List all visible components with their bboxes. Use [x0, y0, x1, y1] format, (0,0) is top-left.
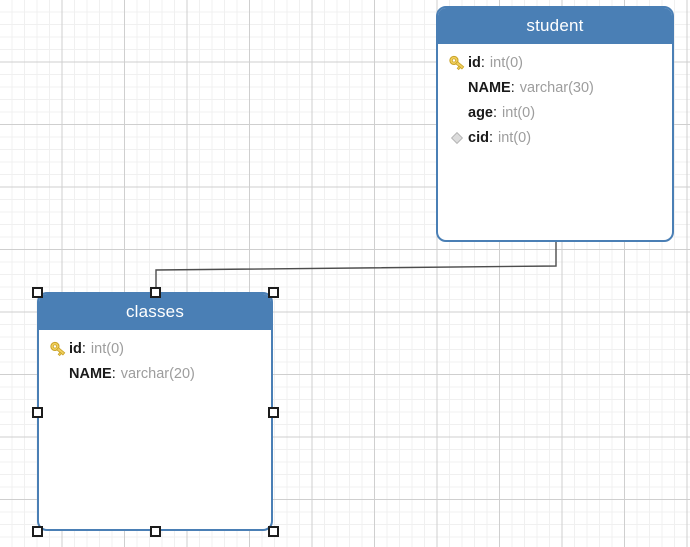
field-separator: : [480, 54, 485, 71]
field-separator: : [493, 104, 498, 121]
field-type: varchar(30) [519, 79, 594, 96]
handle-bottom-right[interactable] [268, 526, 279, 537]
field-separator: : [81, 340, 86, 357]
entity-classes-header[interactable]: classes [39, 294, 271, 330]
field-separator: : [111, 365, 116, 382]
entity-student-fields: id : int(0) NAME : varchar(30) age : int… [438, 44, 672, 150]
field-name: NAME [468, 79, 511, 96]
foreign-key-icon [446, 129, 468, 147]
field-row[interactable]: id : int(0) [438, 50, 672, 75]
handle-top-right[interactable] [268, 287, 279, 298]
field-name: cid [468, 129, 489, 146]
no-icon-placeholder [446, 79, 468, 97]
field-name: NAME [69, 365, 112, 382]
field-name: id [69, 340, 82, 357]
field-row[interactable]: NAME : varchar(30) [438, 75, 672, 100]
field-type: int(0) [489, 54, 523, 71]
entity-classes-fields: id : int(0) NAME : varchar(20) [39, 330, 271, 386]
primary-key-icon [446, 54, 468, 72]
handle-top-center[interactable] [150, 287, 161, 298]
no-icon-placeholder [47, 365, 69, 383]
relationship-path[interactable] [155, 241, 557, 293]
field-type: int(0) [497, 129, 532, 146]
field-name: id [468, 54, 481, 71]
handle-middle-right[interactable] [268, 407, 279, 418]
entity-classes[interactable]: classes id : int(0) [37, 292, 273, 531]
field-row[interactable]: NAME : varchar(20) [39, 361, 271, 386]
entity-student-title: student [526, 16, 584, 35]
field-name: age [468, 104, 493, 121]
field-separator: : [510, 79, 515, 96]
entity-student-header[interactable]: student [438, 8, 672, 44]
field-row[interactable]: age : int(0) [438, 100, 672, 125]
primary-key-icon [47, 340, 69, 358]
handle-bottom-left[interactable] [32, 526, 43, 537]
field-type: varchar(20) [120, 365, 195, 382]
handle-top-left[interactable] [32, 287, 43, 298]
field-separator: : [488, 129, 493, 146]
field-row[interactable]: cid : int(0) [438, 125, 672, 150]
no-icon-placeholder [446, 104, 468, 122]
handle-bottom-center[interactable] [150, 526, 161, 537]
handle-middle-left[interactable] [32, 407, 43, 418]
field-type: int(0) [502, 104, 536, 121]
entity-classes-title: classes [125, 302, 185, 321]
field-row[interactable]: id : int(0) [39, 336, 271, 361]
field-type: int(0) [90, 340, 124, 357]
entity-student[interactable]: student id : int(0) [436, 6, 674, 242]
